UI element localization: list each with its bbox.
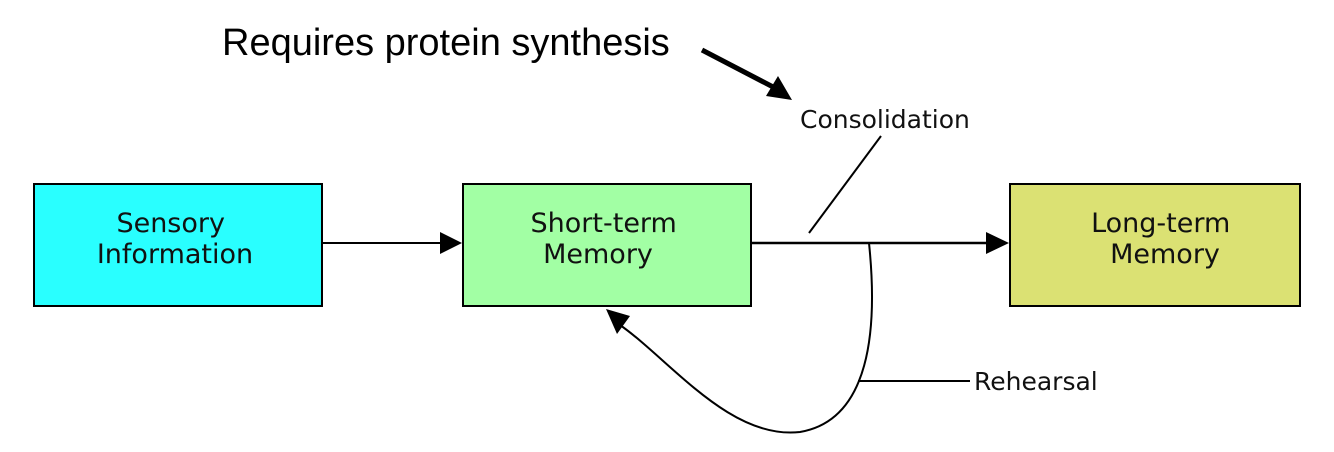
- short-term-line-2: Memory: [543, 239, 653, 270]
- long-term-memory-rect: [1009, 183, 1301, 307]
- rehearsal-label: Rehearsal: [974, 367, 1098, 396]
- short-term-memory-rect: [462, 183, 752, 307]
- svg-text:Sensory Information: Sensory Information: [97, 208, 253, 270]
- rehearsal-loop-arrow: [606, 242, 873, 434]
- annotation-arrow: [700, 47, 792, 100]
- short-term-memory-box: Short-term Memory: [462, 183, 752, 307]
- sensory-line-2: Information: [97, 239, 253, 270]
- long-term-memory-box: Long-term Memory: [1009, 183, 1301, 307]
- consolidation-label: Consolidation: [800, 105, 970, 134]
- sensory-to-short-term-arrow: [322, 232, 462, 254]
- sensory-line-1: Sensory: [116, 208, 225, 239]
- consolidation-leader-line: [808, 135, 882, 234]
- short-term-line-1: Short-term: [531, 208, 677, 239]
- svg-text:Short-term Memory: Short-term Memory: [531, 208, 686, 270]
- long-term-line-2: Memory: [1110, 239, 1220, 270]
- sensory-information-rect: [33, 183, 323, 307]
- short-term-to-long-term-arrow: [751, 232, 1009, 254]
- protein-synthesis-annotation: Requires protein synthesis: [222, 22, 670, 64]
- svg-text:Long-term Memory: Long-term Memory: [1091, 208, 1239, 270]
- long-term-line-1: Long-term: [1091, 208, 1230, 239]
- sensory-information-box: Sensory Information: [33, 183, 323, 307]
